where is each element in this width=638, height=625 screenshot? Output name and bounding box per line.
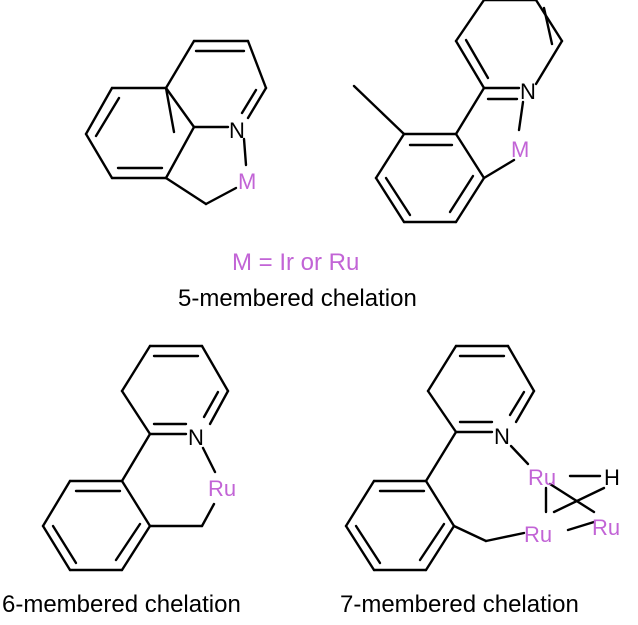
bond [514, 389, 536, 424]
hydrogen-atom: H [604, 465, 620, 490]
bond [51, 524, 78, 565]
bond [240, 88, 258, 115]
structure-quinoline-chelate: N M [84, 39, 268, 206]
bond [548, 482, 596, 514]
bond [208, 389, 230, 426]
bond [164, 125, 196, 180]
bond [454, 0, 486, 43]
bond [452, 524, 488, 543]
caption-7-membered: 7-membered chelation [340, 591, 579, 618]
bond [120, 479, 152, 528]
bond [424, 430, 458, 483]
metal-atom: M [511, 137, 529, 162]
bond [384, 176, 412, 217]
bond [344, 524, 376, 572]
bond [41, 524, 72, 572]
bond [424, 479, 456, 528]
bond [242, 137, 248, 167]
bond [484, 531, 526, 543]
ruthenium-atom: Ru [528, 465, 556, 490]
bond [508, 390, 526, 417]
bond [454, 86, 486, 136]
bond [354, 524, 382, 565]
caption-6-membered: 6-membered chelation [2, 591, 241, 618]
caption-5-membered: 5-membered chelation [178, 285, 417, 312]
bond [120, 432, 152, 483]
bond [164, 86, 176, 134]
bond [114, 522, 142, 562]
structure-6-membered-chelate: N Ru [41, 344, 236, 572]
bond [542, 6, 554, 46]
metal-atom: M [238, 169, 256, 194]
bond [200, 502, 216, 528]
bond [201, 446, 217, 474]
structure-arylpyridine-chelate: N M [352, 0, 564, 224]
bond [509, 444, 530, 466]
bond [464, 38, 490, 80]
bond [424, 524, 456, 572]
bond [552, 486, 606, 514]
bond [534, 0, 564, 43]
bond [120, 344, 152, 393]
ruthenium-atom: Ru [592, 515, 620, 540]
bond [120, 389, 152, 436]
nitrogen-atom: N [229, 118, 245, 143]
bond [566, 520, 596, 532]
structure-7-membered-chelate: N Ru H Ru Ru [344, 344, 620, 572]
bond [164, 86, 196, 129]
bond [454, 176, 486, 224]
bond [164, 176, 208, 206]
bond [454, 132, 486, 180]
bond [426, 344, 458, 393]
bond [84, 132, 114, 180]
bond [344, 479, 376, 528]
bond [517, 100, 525, 132]
bond [352, 84, 406, 136]
bond [534, 39, 564, 86]
bond [84, 86, 114, 136]
bond [164, 39, 196, 90]
bond [448, 174, 475, 214]
bond [120, 524, 152, 572]
bond [418, 522, 446, 562]
bond [41, 479, 72, 528]
bond [204, 186, 238, 206]
ruthenium-atom: Ru [524, 522, 552, 547]
bond [426, 389, 458, 434]
bond [246, 39, 268, 90]
bond [246, 86, 268, 120]
bond [482, 158, 516, 180]
ruthenium-atom: Ru [208, 476, 236, 501]
bond [506, 344, 536, 393]
nitrogen-atom: N [188, 425, 204, 450]
nitrogen-atom: N [520, 79, 536, 104]
nitrogen-atom: N [494, 424, 510, 449]
bond [94, 96, 121, 138]
metal-definition: M = Ir or Ru [232, 249, 359, 276]
bond [374, 132, 406, 180]
bond [454, 39, 486, 90]
bond [202, 390, 220, 419]
bond [200, 344, 230, 393]
bond [374, 176, 406, 224]
